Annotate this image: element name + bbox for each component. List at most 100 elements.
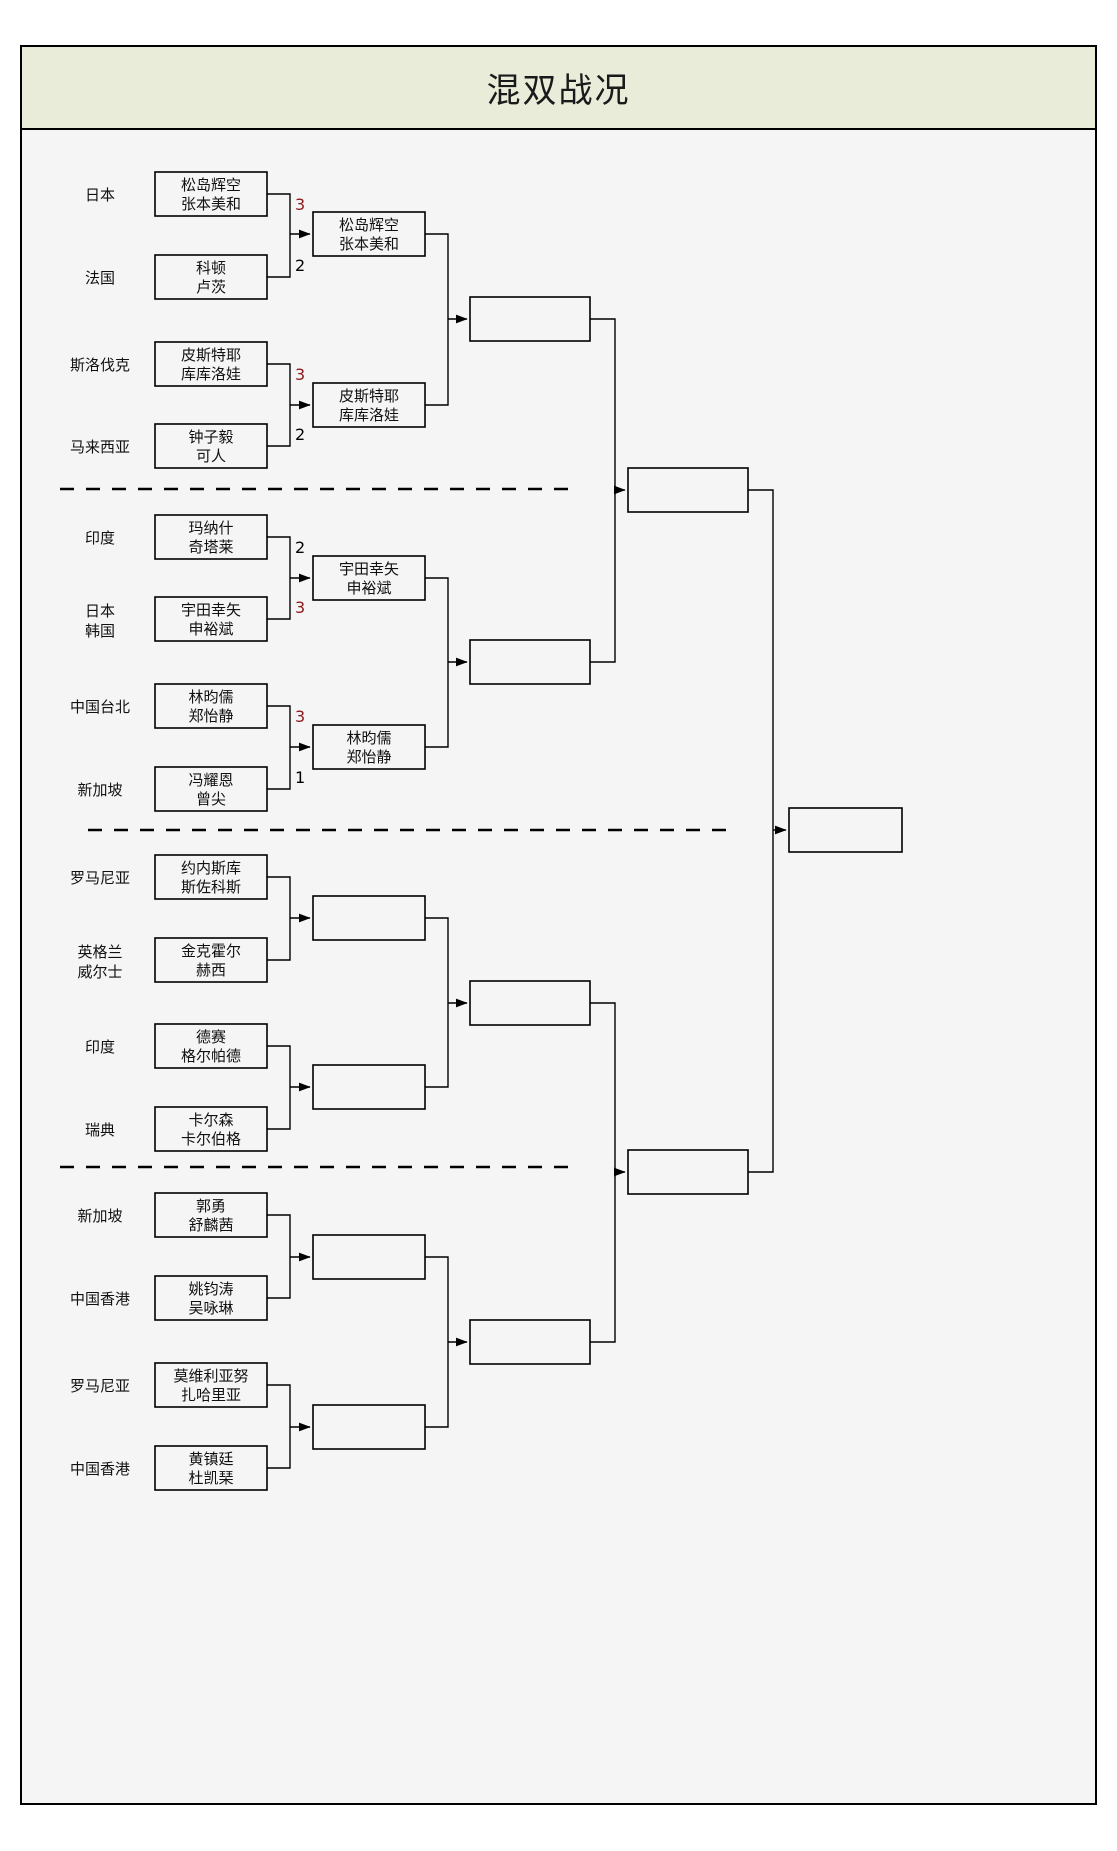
round4-box-0-rect[interactable] <box>627 467 749 513</box>
country-label-1-line0: 法国 <box>85 269 115 287</box>
round1-box-0-rect[interactable] <box>154 171 268 217</box>
round1-box-1-rect[interactable] <box>154 254 268 300</box>
round3-box-3[interactable] <box>469 1319 591 1365</box>
score-round1-6: 3 <box>295 707 305 726</box>
country-label-9-line0: 英格兰 <box>77 943 122 961</box>
round1-box-13-rect[interactable] <box>154 1275 268 1321</box>
round1-box-10-rect[interactable] <box>154 1023 268 1069</box>
round3-box-0-rect[interactable] <box>469 296 591 342</box>
connector-bracket <box>267 1045 291 1130</box>
section-dividers <box>60 487 730 1169</box>
round3-box-1-rect[interactable] <box>469 639 591 685</box>
country-label-8: 罗马尼亚 <box>70 869 130 887</box>
country-label-1: 法国 <box>85 269 115 287</box>
country-label-10: 印度 <box>85 1038 115 1056</box>
round2-box-7[interactable] <box>312 1404 426 1450</box>
round1-box-15-rect[interactable] <box>154 1445 268 1491</box>
round2-box-1-player1: 皮斯特耶 <box>339 387 399 405</box>
country-label-2-line0: 斯洛伐克 <box>70 356 130 374</box>
round2-box-3-rect[interactable] <box>312 724 426 770</box>
round2-box-1-rect[interactable] <box>312 382 426 428</box>
round2-box-2-rect[interactable] <box>312 555 426 601</box>
round4-box-0[interactable] <box>627 467 749 513</box>
round3-box-3-rect[interactable] <box>469 1319 591 1365</box>
round1-box-8-player2: 斯佐科斯 <box>181 878 241 896</box>
round1-box-7-player1: 冯耀恩 <box>188 771 233 789</box>
country-label-14-line0: 罗马尼亚 <box>70 1377 130 1395</box>
round1-box-8-player1: 约内斯库 <box>181 859 241 877</box>
country-label-7-line0: 新加坡 <box>77 781 122 799</box>
round1-box-3-rect[interactable] <box>154 423 268 469</box>
bracket-connectors <box>267 193 787 1469</box>
round1-box-6-rect[interactable] <box>154 683 268 729</box>
round1-box-7-rect[interactable] <box>154 766 268 812</box>
final-box-rect[interactable] <box>788 807 903 853</box>
round1-box-2-rect[interactable] <box>154 341 268 387</box>
round2-box-0-rect[interactable] <box>312 211 426 257</box>
round1-box-10-player1: 德赛 <box>196 1028 226 1046</box>
final-box[interactable] <box>788 807 903 853</box>
round1-box-14-rect[interactable] <box>154 1362 268 1408</box>
round4-box-1[interactable] <box>627 1149 749 1195</box>
round3-box-1[interactable] <box>469 639 591 685</box>
round1-box-5-rect[interactable] <box>154 596 268 642</box>
round1-box-4-rect[interactable] <box>154 514 268 560</box>
round1-box-7-player2: 曾尖 <box>196 790 226 808</box>
round3-box-2-rect[interactable] <box>469 980 591 1026</box>
round1-box-1-player2: 卢茨 <box>196 278 226 296</box>
connector-bracket <box>267 1214 291 1299</box>
round1-box-8-rect[interactable] <box>154 854 268 900</box>
round3-box-2[interactable] <box>469 980 591 1026</box>
round3-box-0[interactable] <box>469 296 591 342</box>
round2-box-3-player1: 林昀儒 <box>346 729 391 747</box>
round1-box-14-player1: 莫维利亚努 <box>173 1367 248 1385</box>
round1-box-11-rect[interactable] <box>154 1106 268 1152</box>
round2-box-5-rect[interactable] <box>312 1064 426 1110</box>
bracket-boxes: 松岛辉空张本美和日本科顿卢茨法国皮斯特耶库库洛娃斯洛伐克钟子毅可人马来西亚玛纳什… <box>70 171 903 1491</box>
round1-box-1-player1: 科顿 <box>196 259 226 277</box>
connector-bracket <box>590 1002 616 1343</box>
round2-box-0-player2: 张本美和 <box>339 235 399 253</box>
round1-box-11-player2: 卡尔伯格 <box>181 1130 241 1148</box>
country-label-4-line0: 印度 <box>85 529 115 547</box>
round2-box-6-rect[interactable] <box>312 1234 426 1280</box>
round1-box-12-rect[interactable] <box>154 1192 268 1238</box>
round1-box-0-player1: 松岛辉空 <box>181 176 241 194</box>
round4-box-1-rect[interactable] <box>627 1149 749 1195</box>
country-label-12-line0: 新加坡 <box>77 1207 122 1225</box>
round1-box-6-player2: 郑怡静 <box>188 707 233 725</box>
round2-box-4-rect[interactable] <box>312 895 426 941</box>
round1-box-9-rect[interactable] <box>154 937 268 983</box>
round1-box-9-player2: 赫西 <box>196 961 226 979</box>
round2-box-4[interactable] <box>312 895 426 941</box>
round2-box-7-rect[interactable] <box>312 1404 426 1450</box>
round1-box-6-player1: 林昀儒 <box>188 688 233 706</box>
round2-box-5[interactable] <box>312 1064 426 1110</box>
round1-box-4-player1: 玛纳什 <box>188 519 233 537</box>
round1-box-10-player2: 格尔帕德 <box>181 1047 241 1065</box>
round2-box-6[interactable] <box>312 1234 426 1280</box>
